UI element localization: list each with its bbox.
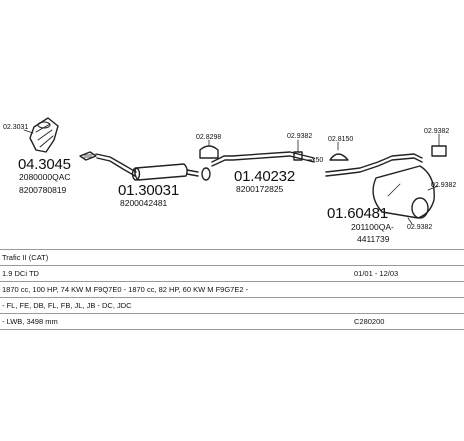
catalytic-clamp-label: 02.3031 — [3, 124, 29, 131]
front-silencer-ref: 8200042481 — [120, 198, 168, 208]
clamp-label-e: 02.9382 — [424, 128, 450, 135]
info-row-wheelbase: - LWB, 3498 mm C280200 — [0, 314, 464, 330]
info-code: C280200 — [354, 317, 385, 326]
rear-silencer-ref2: 4411739 — [357, 234, 390, 244]
clamp-label-f: 02.9382 — [431, 182, 457, 189]
info-model: Trafic II (CAT) — [2, 253, 49, 262]
front-silencer-number: 01.30031 — [118, 182, 179, 199]
clamp-label-d: 02.8150 — [328, 136, 354, 143]
catalytic-converter-ref1: 2080000QAC — [19, 172, 71, 182]
clamp-bracket-shape — [199, 139, 219, 159]
flex-pipe-shape — [79, 151, 97, 161]
quantity-label: x50 — [312, 157, 324, 164]
front-silencer-shape — [131, 163, 188, 181]
info-specs: 1870 cc, 100 HP, 74 KW M F9Q7E0 - 1870 c… — [2, 285, 249, 294]
catalytic-converter-ref2: 8200780819 — [19, 185, 67, 195]
middle-pipe-ref: 8200172825 — [236, 184, 284, 194]
info-row-specs: 1870 cc, 100 HP, 74 KW M F9Q7E0 - 1870 c… — [0, 282, 464, 298]
catalytic-converter-number: 04.3045 — [18, 156, 71, 173]
info-engine: 1.9 DCi TD — [2, 269, 39, 278]
clamp-label-g: 02.9382 — [407, 224, 433, 231]
middle-pipe-number: 01.40232 — [234, 168, 295, 185]
vehicle-info-table: Trafic II (CAT) 1.9 DCi TD 01/01 - 12/03… — [0, 249, 464, 330]
info-dates: 01/01 - 12/03 — [354, 269, 399, 278]
info-row-body: - FL, FE, DB, FL, FB, JL, JB - DC, JDC — [0, 298, 464, 314]
clamp-label-b: 02.8298 — [196, 134, 222, 141]
info-wheelbase: - LWB, 3498 mm — [2, 317, 58, 326]
catalytic-converter-shape — [29, 117, 59, 153]
info-body: - FL, FE, DB, FL, FB, JL, JB - DC, JDC — [2, 301, 132, 310]
front-pipe-shape — [95, 153, 137, 173]
rear-silencer-shape — [372, 165, 435, 219]
info-row-engine: 1.9 DCi TD 01/01 - 12/03 — [0, 266, 464, 282]
clamp-label-c: 02.9382 — [287, 133, 313, 140]
tail-clamp-shape — [431, 133, 447, 157]
middle-pipe-shape — [211, 151, 315, 163]
small-clamp-shape — [293, 139, 303, 161]
info-row-model: Trafic II (CAT) — [0, 249, 464, 266]
exhaust-diagram: 02.3031 04.3045 2080000QAC 8200780819 01… — [3, 117, 457, 244]
exhaust-drawing — [23, 117, 447, 225]
rear-silencer-ref1: 201100QA- — [351, 222, 394, 232]
clamp-ring-shape — [201, 167, 211, 181]
hanger-clamp-shape — [329, 141, 349, 161]
rear-pipe-shape — [325, 153, 423, 173]
rear-silencer-number: 01.60481 — [327, 205, 388, 222]
